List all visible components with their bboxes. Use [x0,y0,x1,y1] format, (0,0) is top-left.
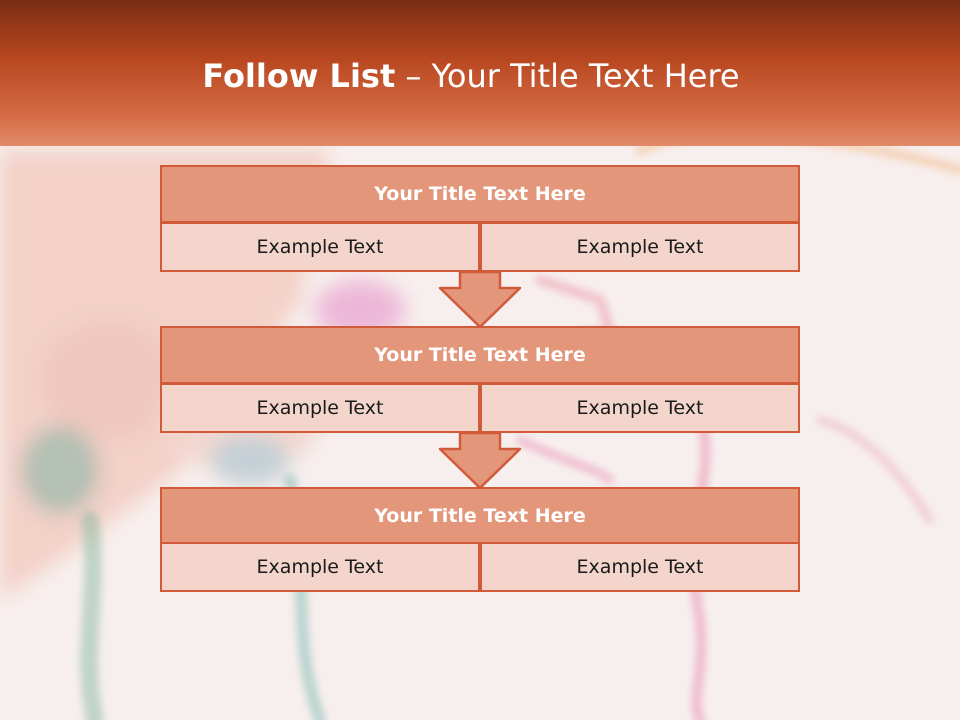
down-arrow-icon [438,431,522,490]
slide-title: Follow List – Your Title Text Here [0,52,942,100]
block-cell-left: Example Text [160,542,480,592]
title-banner [0,0,960,146]
block-title: Your Title Text Here [160,165,800,223]
block-cell-right: Example Text [480,542,800,592]
slide-title-bold: Follow List [202,57,396,95]
block-cell-left: Example Text [160,222,480,272]
block-title: Your Title Text Here [160,487,800,545]
block-cell-left: Example Text [160,383,480,433]
block-title: Your Title Text Here [160,326,800,384]
block-cell-right: Example Text [480,383,800,433]
slide-title-rest: – Your Title Text Here [395,57,740,95]
block-cell-right: Example Text [480,222,800,272]
down-arrow-icon [438,270,522,329]
